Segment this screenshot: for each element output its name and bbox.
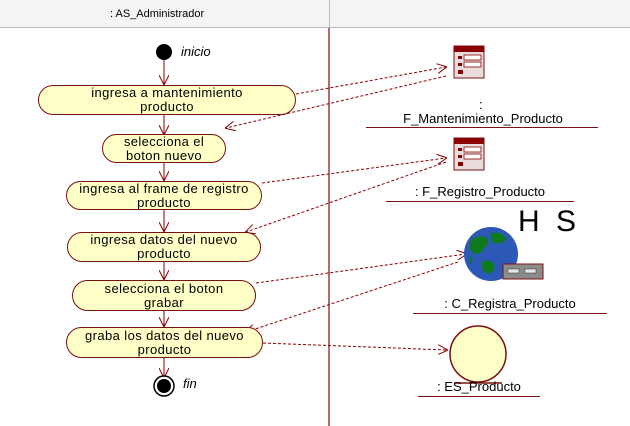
activity-graba-datos[interactable]: graba los datos del nuevo producto — [66, 327, 263, 358]
object-underline — [366, 127, 598, 128]
activity-label: ingresa al frame de registro producto — [79, 180, 249, 210]
watermark-text: H S — [518, 205, 581, 238]
object-prefix: : — [479, 97, 483, 112]
start-state — [156, 44, 172, 60]
swimlane-header-left — [0, 0, 330, 28]
activity-label: graba los datos del nuevo producto — [85, 327, 244, 357]
object-underline — [418, 396, 540, 397]
end-state — [153, 375, 175, 397]
start-state-label: inicio — [181, 44, 211, 59]
object-underline — [386, 201, 574, 202]
object-flow — [226, 67, 466, 350]
activity-label: selecciona el boton grabar — [104, 280, 224, 310]
activity-ingresa-frame-registro[interactable]: ingresa al frame de registro producto — [66, 181, 262, 210]
activity-label: selecciona el boton nuevo — [123, 133, 205, 163]
activity-selecciona-boton-grabar[interactable]: selecciona el boton grabar — [72, 280, 256, 311]
activity-ingresa-datos[interactable]: ingresa datos del nuevo producto — [67, 232, 261, 262]
object-label-f-mantenimiento: F_Mantenimiento_Producto — [403, 111, 563, 126]
object-label-es-producto: : ES_Producto — [437, 379, 521, 394]
form-icon — [453, 137, 485, 171]
swimlane-header-right — [330, 0, 630, 28]
activity-label: ingresa datos del nuevo producto — [90, 232, 238, 261]
entity-circle-icon — [449, 325, 507, 384]
activity-label: ingresa a mantenimiento producto — [91, 85, 243, 114]
object-label-c-registra: : C_Registra_Producto — [444, 296, 576, 311]
object-label-f-registro: : F_Registro_Producto — [414, 184, 546, 199]
swimlane-title: : AS_Administrador — [110, 8, 205, 20]
object-underline — [413, 313, 607, 314]
globe-control-icon — [464, 227, 544, 281]
activity-ingresa-mantenimiento[interactable]: ingresa a mantenimiento producto — [38, 85, 296, 115]
end-state-label: fin — [183, 376, 197, 391]
form-icon — [453, 45, 485, 79]
activity-selecciona-boton-nuevo[interactable]: selecciona el boton nuevo — [102, 134, 226, 163]
